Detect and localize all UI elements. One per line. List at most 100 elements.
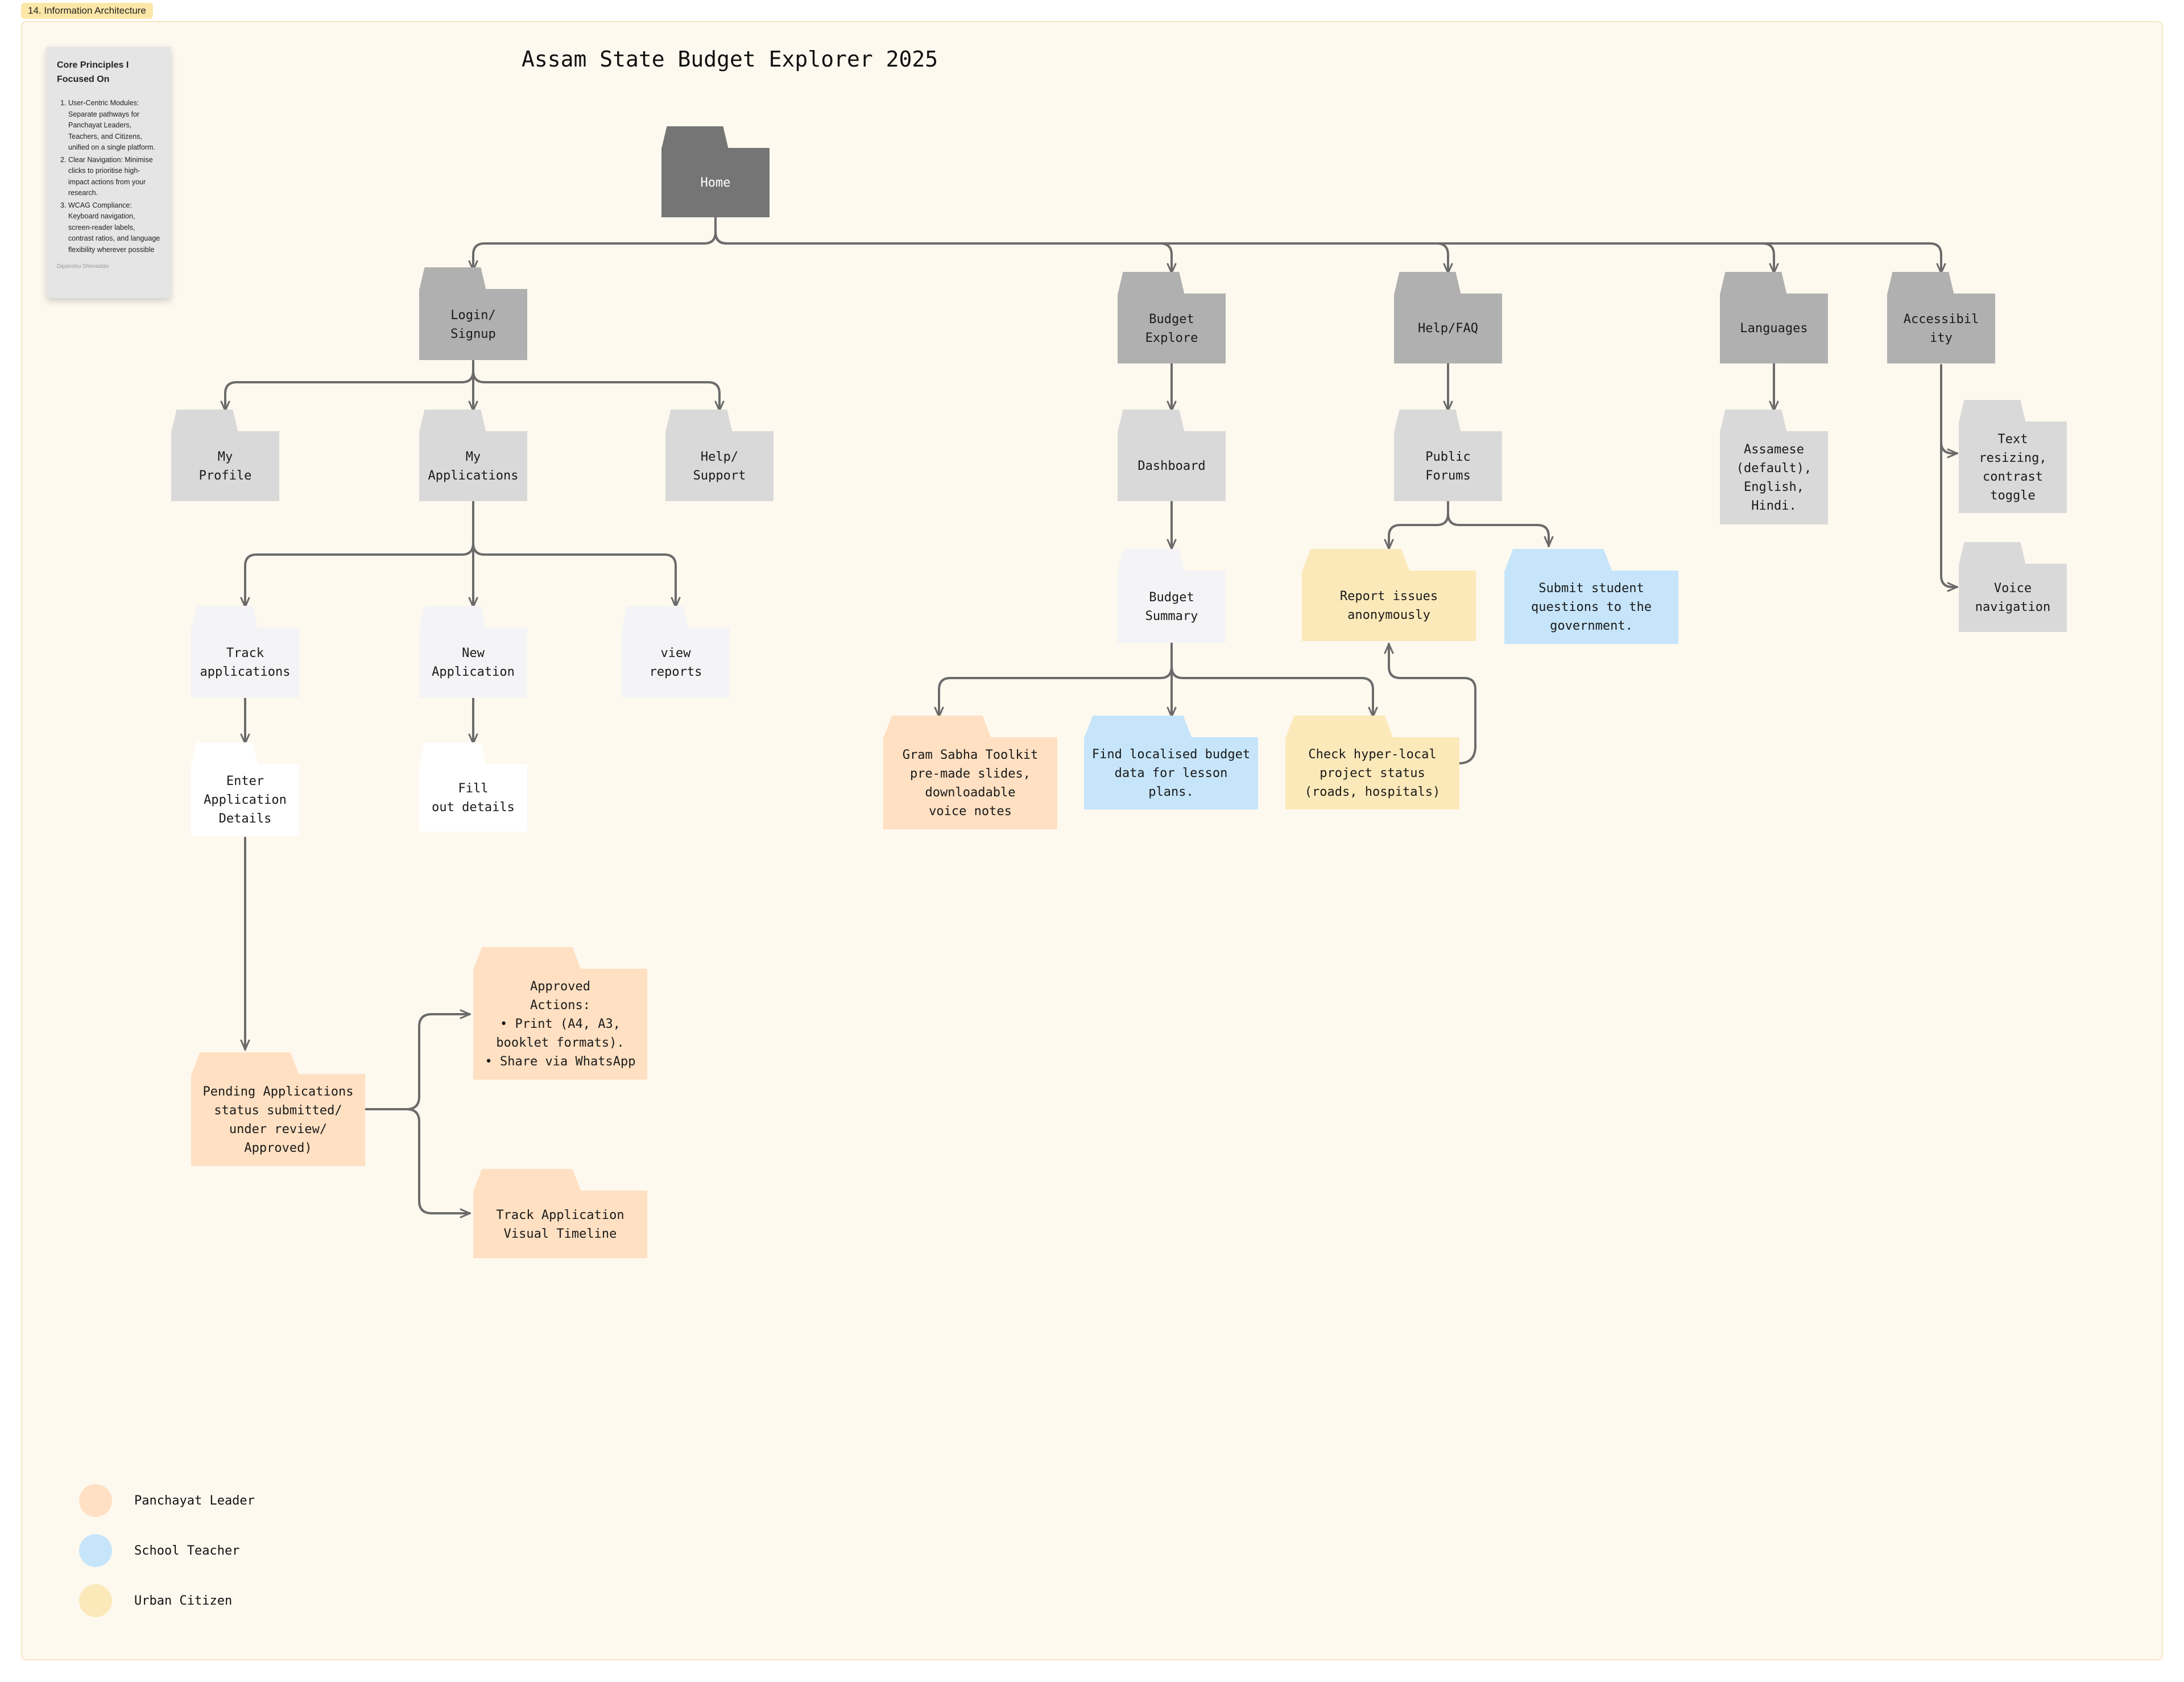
folder-enter-application-details[interactable]: Enter Application Details	[191, 742, 299, 836]
node-label: view reports	[622, 627, 730, 698]
folder-languages[interactable]: Languages	[1720, 272, 1828, 363]
folder-tab	[191, 742, 258, 765]
node-label: Voice navigation	[1959, 564, 2067, 632]
node-label: Check hyper-local project status (roads,…	[1285, 737, 1459, 809]
folder-tab	[883, 716, 991, 738]
folder-report-issues[interactable]: Report issues anonymously	[1302, 549, 1476, 641]
folder-tab	[1720, 272, 1787, 295]
node-label: New Application	[419, 627, 527, 698]
legend-dot-school-teacher	[79, 1534, 112, 1567]
folder-track-application-timeline[interactable]: Track Application Visual Timeline	[473, 1169, 647, 1258]
node-label: Login/ Signup	[419, 289, 527, 360]
folder-new-application[interactable]: New Application	[419, 606, 527, 698]
frame-label[interactable]: 14. Information Architecture	[21, 3, 153, 19]
folder-tab	[473, 1169, 581, 1192]
node-label: Dashboard	[1118, 431, 1226, 501]
folder-tab	[1959, 542, 2026, 565]
node-label: Text resizing, contrast toggle	[1959, 421, 2067, 513]
node-label: Enter Application Details	[191, 764, 299, 836]
folder-tab	[1720, 410, 1787, 432]
folder-localised-budget-data[interactable]: Find localised budget data for lesson pl…	[1084, 716, 1258, 809]
folder-tab	[661, 126, 729, 149]
folder-gram-sabha-toolkit[interactable]: Gram Sabha Toolkit pre-made slides, down…	[883, 716, 1057, 829]
principle-item: User-Centric Modules: Separate pathways …	[68, 98, 160, 154]
node-label: Help/ Support	[665, 431, 774, 501]
node-label: Track Application Visual Timeline	[473, 1191, 647, 1258]
node-label: Track applications	[191, 627, 299, 698]
folder-dashboard[interactable]: Dashboard	[1118, 410, 1226, 501]
legend-label-school-teacher: School Teacher	[134, 1544, 240, 1558]
folder-submit-questions[interactable]: Submit student questions to the governme…	[1504, 549, 1678, 644]
node-label: Accessibil ity	[1887, 294, 1995, 363]
folder-tab	[1394, 272, 1461, 295]
folder-tab	[1118, 272, 1185, 295]
node-label: Gram Sabha Toolkit pre-made slides, down…	[883, 737, 1057, 829]
node-label: Public Forums	[1394, 431, 1502, 501]
folder-tab	[171, 410, 238, 432]
legend-label-panchayat-leader: Panchayat Leader	[134, 1494, 255, 1508]
folder-tab	[1302, 549, 1410, 572]
folder-tab	[622, 606, 689, 629]
folder-voice-navigation[interactable]: Voice navigation	[1959, 542, 2067, 632]
sticky-author: Dipanshu Shrivastav	[57, 263, 109, 270]
principle-item: Clear Navigation: Minimise clicks to pri…	[68, 155, 160, 199]
legend-label-urban-citizen: Urban Citizen	[134, 1594, 233, 1608]
folder-tab	[1959, 400, 2026, 423]
folder-approved-actions[interactable]: Approved Actions: • Print (A4, A3, bookl…	[473, 947, 647, 1080]
folder-tab	[1887, 272, 1954, 295]
folder-tab	[1118, 549, 1185, 572]
node-label: Approved Actions: • Print (A4, A3, bookl…	[473, 969, 647, 1080]
legend-dot-panchayat-leader	[79, 1484, 112, 1517]
folder-help-support[interactable]: Help/ Support	[665, 410, 774, 501]
folder-fill-out-details[interactable]: Fill out details	[419, 742, 527, 832]
node-label: My Applications	[419, 431, 527, 501]
folder-tab	[1118, 410, 1185, 432]
folder-budget-summary[interactable]: Budget Summary	[1118, 549, 1226, 643]
node-label: Help/FAQ	[1394, 294, 1502, 363]
principles-sticky-note[interactable]: Core Principles I Focused On User-Centri…	[47, 47, 171, 298]
folder-help-faq[interactable]: Help/FAQ	[1394, 272, 1502, 363]
folder-tab	[665, 410, 733, 432]
folder-accessibility[interactable]: Accessibil ity	[1887, 272, 1995, 363]
node-label: Submit student questions to the governme…	[1504, 571, 1678, 644]
node-label: My Profile	[171, 431, 279, 501]
folder-tab	[191, 1052, 299, 1075]
node-label: Fill out details	[419, 764, 527, 832]
node-label: Pending Applications status submitted/ u…	[191, 1074, 365, 1166]
principles-heading: Core Principles I Focused On	[57, 60, 129, 84]
folder-tab	[473, 947, 581, 970]
folder-tab	[419, 410, 486, 432]
folder-tab	[1394, 410, 1461, 432]
node-label: Find localised budget data for lesson pl…	[1084, 737, 1258, 809]
folder-tab	[419, 267, 486, 290]
folder-language-options[interactable]: Assamese (default), English, Hindi.	[1720, 410, 1828, 524]
folder-tab	[1084, 716, 1192, 738]
folder-pending-applications[interactable]: Pending Applications status submitted/ u…	[191, 1052, 365, 1166]
folder-view-reports[interactable]: view reports	[622, 606, 730, 698]
folder-login-signup[interactable]: Login/ Signup	[419, 267, 527, 360]
folder-tab	[1504, 549, 1612, 572]
node-label: Languages	[1720, 294, 1828, 363]
folder-track-applications[interactable]: Track applications	[191, 606, 299, 698]
legend-dot-urban-citizen	[79, 1584, 112, 1617]
node-label: Budget Explore	[1118, 294, 1226, 363]
principles-list: User-Centric Modules: Separate pathways …	[57, 98, 160, 255]
node-label: Budget Summary	[1118, 571, 1226, 643]
folder-home[interactable]: Home	[661, 126, 770, 217]
folder-my-applications[interactable]: My Applications	[419, 410, 527, 501]
diagram-title: Assam State Budget Explorer 2025	[522, 47, 938, 72]
folder-tab	[419, 606, 486, 629]
folder-tab	[1285, 716, 1393, 738]
folder-hyper-local-status[interactable]: Check hyper-local project status (roads,…	[1285, 716, 1459, 809]
folder-tab	[191, 606, 258, 629]
node-label: Report issues anonymously	[1302, 571, 1476, 641]
node-label: Home	[661, 148, 770, 217]
folder-budget-explore[interactable]: Budget Explore	[1118, 272, 1226, 363]
folder-public-forums[interactable]: Public Forums	[1394, 410, 1502, 501]
node-label: Assamese (default), English, Hindi.	[1720, 431, 1828, 524]
folder-tab	[419, 742, 486, 765]
principle-item: WCAG Compliance: Keyboard navigation, sc…	[68, 200, 160, 256]
folder-my-profile[interactable]: My Profile	[171, 410, 279, 501]
folder-text-resizing[interactable]: Text resizing, contrast toggle	[1959, 400, 2067, 513]
